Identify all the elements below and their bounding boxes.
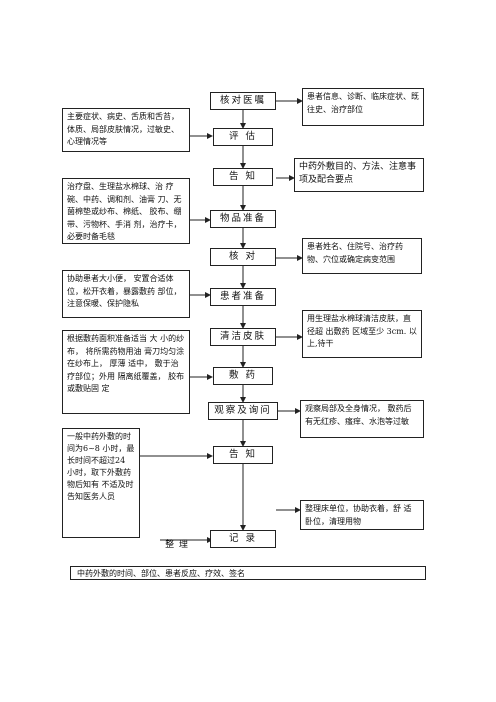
note-apply: 根据敷药面积准备适当 大 小的纱布， 将所需药物用油 膏刀均匀涂在纱布上， 厚薄… [62,330,190,414]
note-duration: 一般中药外敷的时间为6~8 小时，最长时间不超过24 小时，取下外敷药物后知有 … [62,428,140,538]
note-patient-prep: 协助患者大小便， 安置合适体位，松开衣着，暴露敷药 部位，注意保暖、保护隐私 [62,270,190,318]
step-prepare-items: 物品准备 [210,210,276,228]
step-inform-2: 告 知 [213,446,273,464]
step-record: 记 录 [210,530,276,548]
step-inform: 告 知 [213,168,273,186]
note-observe: 观察局部及全身情况， 敷药后有无红疹、瘙痒、水泡等过敏 [300,400,424,438]
step-apply-medicine: 敷 药 [213,367,273,385]
step-assess: 评 估 [213,128,273,146]
step-verify: 核 对 [210,248,276,266]
step-verify-order: 核对医嘱 [210,92,276,110]
note-check-patient: 患者姓名、住院号、治疗药物、穴位或确定病变范围 [302,238,422,274]
step-prepare-patient: 患者准备 [210,288,276,306]
note-purpose: 中药外敷目的、方法、注意事项及配合要点 [294,158,424,192]
note-items: 治疗盘、生理盐水棉球、治 疗碗、中药、调和剂、油膏 刀、无菌棉垫或纱布、棉纸、 … [62,178,190,244]
step-clean-skin: 清洁皮肤 [210,328,276,346]
note-tidy-bed: 整理床单位，协助衣着，舒 适卧位，清理用物 [300,500,424,530]
side-label-tidy: 整 理 [165,540,189,550]
note-assessment: 主要症状、病史、舌质和舌苔，体质、局部皮肤情况，过敏史、心理情况等 [62,108,190,152]
footer-record-content: 中药外敷的时间、部位、患者反应、疗效、签名 [70,566,426,580]
step-observe-inquire: 观察及询问 [208,402,278,420]
note-clean-skin: 用生理盐水棉球清洁皮肤，直径超 出敷药 区域至少 3cm. 以上,待干 [302,310,422,358]
note-patient-info: 患者信息、诊断、临床症状、既往史、治疗部位 [302,88,424,126]
